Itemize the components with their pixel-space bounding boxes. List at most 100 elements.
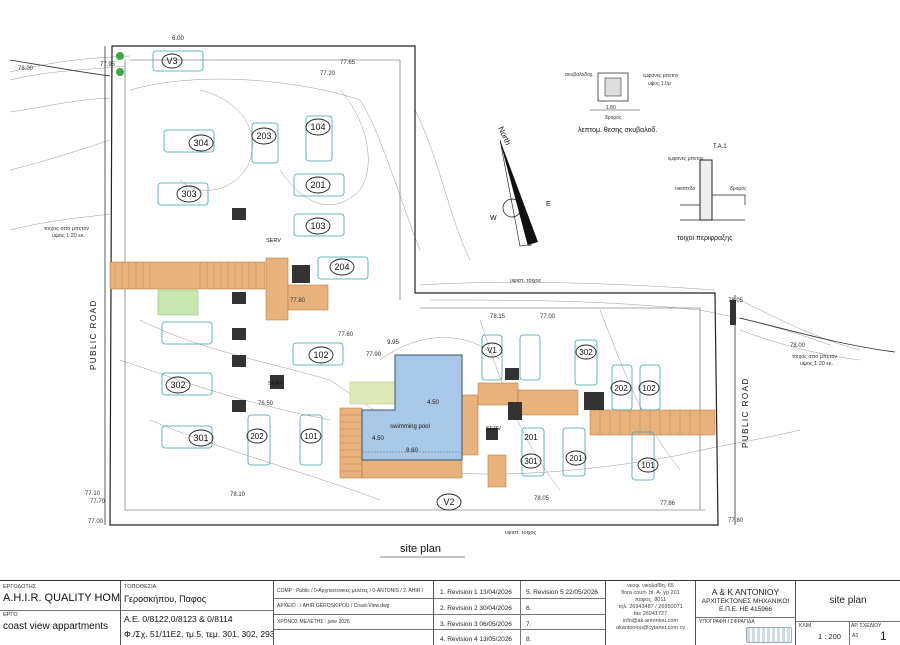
file-path: COMP : Public / 0-Αρχιτεκτονικές μελέτες…	[277, 588, 424, 594]
email-link[interactable]: info@ak-antoniou.com	[622, 618, 679, 624]
level-label: 78.15	[490, 314, 506, 320]
svg-text:τοιχοι περιφραξης: τοιχοι περιφραξης	[677, 235, 733, 242]
svg-text:T.A.1: T.A.1	[713, 144, 727, 150]
parking-spaces	[152, 50, 661, 481]
file-name: ΑΡΧΕΙΟ : / AHIR GEROSKIPOU / Coast-View.…	[277, 603, 390, 609]
level-label: 77.00	[540, 314, 556, 320]
client-name: A.H.I.R. QUALITY HOMES	[3, 592, 120, 604]
unit-label: 201	[310, 180, 325, 190]
pool-label: swimming pool	[390, 424, 430, 430]
unit-label: 101	[304, 432, 318, 441]
level-label: 77.95	[100, 62, 116, 68]
unit-label: V2	[443, 497, 454, 507]
address-line: τηλ. 26943487 / 26950071	[618, 604, 683, 610]
unit-label: 301	[193, 433, 208, 443]
scale-value: 1 : 200	[818, 632, 841, 641]
level-label: 78.05	[728, 298, 744, 304]
email-link[interactable]: akantoniou@cytanet.com.cy	[615, 625, 686, 631]
permit-numbers: Α.Ε. 0/8122,0/8123 & 0/8114	[124, 614, 233, 624]
firm-name: A & K ANTONIOY	[711, 587, 780, 597]
unit-label: 104	[310, 122, 325, 132]
dim-label: 6.00	[172, 36, 184, 42]
unit-label: 102	[313, 350, 328, 360]
wall-note-left-1: τοιχος απο μπετον	[44, 226, 89, 232]
revision-6: 6.	[526, 605, 532, 612]
scale-label: ΚΛΙΜ.	[799, 623, 813, 629]
project-label: ΕΡΓΟ	[3, 612, 18, 618]
address-line: flora court- bl. A- γρ 201	[621, 590, 680, 596]
level-label: 77.90	[366, 352, 382, 358]
revision-5: 5. Revision 5 22/05/2026	[526, 589, 598, 596]
svg-text:North: North	[496, 125, 512, 147]
file-cell: COMP : Public / 0-Αρχιτεκτονικές μελέτες…	[273, 581, 433, 645]
level-label: 77.86	[660, 501, 676, 507]
unit-label: 203	[256, 131, 271, 141]
sheet-no-label: ΑΡ. ΣΧΕΔΙΟΥ	[851, 623, 882, 629]
revision-8: 8.	[526, 636, 532, 643]
level-label: 77.80	[728, 518, 744, 524]
unit-label: 304	[193, 138, 208, 148]
project-name: coast view appartments	[3, 621, 109, 632]
drawing-title: site plan	[400, 543, 441, 555]
unit-label: V3	[166, 56, 177, 66]
level-label: 78.00	[790, 343, 806, 349]
unit-label: 302	[579, 348, 593, 357]
public-road-left: PUBLIC ROAD	[89, 299, 98, 370]
plot-references: Φ./Σχ. 51/11Ε2, τμ.5, τεμ. 301, 302, 293	[124, 629, 273, 639]
inner-lines	[124, 59, 705, 511]
svg-text:σκυβαλοδοχ.: σκυβαλοδοχ.	[565, 72, 594, 78]
revisions-cell: 1. Revision 1 13/04/2026 2. Revision 2 3…	[433, 581, 605, 645]
public-road-right: PUBLIC ROAD	[741, 377, 750, 448]
address-line: fax 26941727	[633, 611, 668, 617]
level-label: 78.00	[18, 66, 34, 72]
unit-label: 302	[170, 380, 185, 390]
firm-subtitle: ΑΡΧΙΤΕΚΤΟΝΕΣ ΜΗΧΑΝΙΚΟΙ	[701, 598, 790, 605]
signature-label: ΥΠΟΓΡΑΦΗ / ΣΦΡΑΓΙΔΑ	[699, 619, 755, 625]
sheet-cell: site plan ΚΛΙΜ. 1 : 200 ΑΡ. ΣΧΕΔΙΟΥ A3 1	[795, 581, 900, 645]
sheet-number: 1	[880, 629, 887, 643]
site-boundary	[109, 45, 719, 526]
serv-label: SERV	[266, 238, 281, 244]
unit-label: 103	[310, 221, 325, 231]
stamp-icon	[746, 627, 792, 643]
unit-label: 303	[181, 189, 196, 199]
north-arrow-icon: North E W S	[490, 125, 551, 248]
wall-note-right-2: υψος 1.20 εκ.	[800, 361, 834, 367]
svg-text:λεπτομ. θεσης σκυβαλοδ.: λεπτομ. θεσης σκυβαλοδ.	[578, 127, 657, 134]
detail-bin-location: σκυβαλοδοχ. εμφανες μπετον υψος 1.0μ δρο…	[565, 72, 679, 134]
revision-7: 7.	[526, 621, 532, 628]
stair-cores	[232, 208, 736, 440]
deck-hatching	[114, 262, 701, 472]
unit-label: 201	[569, 454, 583, 463]
unit-label: V1	[487, 346, 497, 355]
existing-wall-top: υφιστ. τοιχος	[510, 278, 542, 284]
serv-label: SERV	[486, 426, 501, 432]
location-value: Γεροσκήπου, Παφος	[124, 594, 207, 604]
location-label: ΤΟΠΟΘΕΣΙΑ	[124, 584, 157, 590]
serv-label: SERV	[268, 381, 283, 387]
unit-label: 202	[250, 432, 264, 441]
level-label: 77.70	[90, 499, 106, 505]
unit-label: 301	[524, 457, 538, 466]
level-label: 76.50	[258, 401, 274, 407]
existing-wall-bottom: υφιστ. τοιχος	[505, 530, 537, 536]
revision-1: 1. Revision 1 13/04/2026	[440, 589, 512, 596]
level-label: 78.05	[534, 496, 550, 502]
firm-registration: Ε.Π.Ε. ΗΕ 415966	[718, 606, 773, 613]
level-label: 78.10	[230, 492, 246, 498]
wall-note-left-2: υψος 1.20 εκ.	[52, 233, 86, 239]
svg-text:υψος 1.0μ: υψος 1.0μ	[648, 81, 671, 87]
title-block: ΕΡΓΟΔΟΤΗΣ A.H.I.R. QUALITY HOMES ΕΡΓΟ co…	[0, 580, 900, 645]
unit-label: 102	[642, 384, 656, 393]
svg-text:S: S	[527, 241, 532, 248]
address-cell: νεοφ. νικολαΐδη, 65 flora court- bl. A- …	[605, 581, 695, 645]
unit-label: 202	[614, 384, 628, 393]
svg-text:οικοπεδο: οικοπεδο	[675, 186, 696, 192]
dim-label: 9.95	[387, 340, 399, 346]
client-cell: ΕΡΓΟΔΟΤΗΣ A.H.I.R. QUALITY HOMES ΕΡΓΟ co…	[0, 581, 120, 645]
detail-boundary-walls: T.A.1 εμφανες μπετον οικοπεδο δρομος τοι…	[668, 144, 747, 242]
firm-cell: A & K ANTONIOY ΑΡΧΙΤΕΚΤΟΝΕΣ ΜΗΧΑΝΙΚΟΙ Ε.…	[695, 581, 795, 645]
revision-3: 3. Revision 3 06/05/2026	[440, 621, 512, 628]
wall-note-right-1: τοιχος απο μπετον	[792, 354, 837, 360]
unit-label-ellipses	[161, 53, 660, 511]
